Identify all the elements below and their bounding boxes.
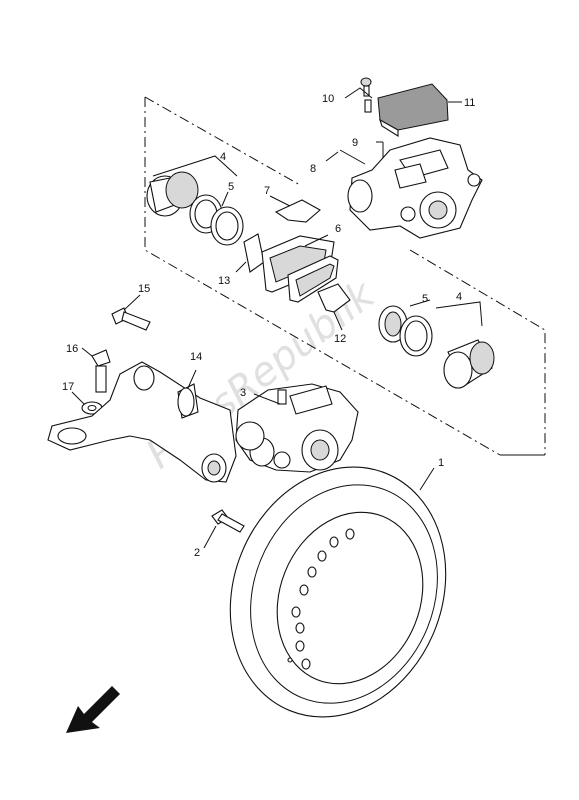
- disc-bolt: [203, 509, 245, 549]
- callout-5b: 5: [422, 293, 428, 305]
- brake-pads: [261, 234, 339, 303]
- callout-1: 1: [438, 457, 444, 469]
- pad-shim: [235, 233, 265, 273]
- callout-2: 2: [194, 547, 200, 559]
- callout-11: 11: [464, 97, 475, 109]
- bracket-bolt-15: [111, 294, 151, 331]
- bleed-screw: [344, 77, 373, 113]
- seals-upper: [189, 191, 244, 246]
- caliper-bolt: [325, 149, 366, 165]
- piston-upper: [146, 155, 238, 217]
- seals-lower: [378, 299, 433, 357]
- caliper-bracket: [47, 361, 237, 483]
- callout-labels: 1 2 3 4 4 5 5 6 7 8 9 10 11 12 13 14 15 …: [62, 93, 475, 559]
- pad-spring: [269, 195, 321, 223]
- pad-shim-lower: [317, 283, 351, 331]
- brake-disc: [229, 466, 447, 718]
- callout-9: 9: [352, 137, 358, 149]
- caliper-assembly: [235, 383, 359, 473]
- callout-7: 7: [264, 185, 270, 197]
- callout-6: 6: [335, 223, 341, 235]
- callout-3: 3: [240, 387, 246, 399]
- callout-15: 15: [138, 283, 150, 295]
- caliper-cover: [377, 83, 462, 137]
- callout-17: 17: [62, 381, 74, 393]
- direction-arrow-icon: [66, 686, 120, 733]
- callout-16: 16: [66, 343, 78, 355]
- piston-lower: [435, 301, 495, 389]
- bracket-sleeve: [177, 369, 197, 417]
- bracket-bolt-16: [81, 347, 111, 393]
- callout-8: 8: [310, 163, 316, 175]
- exploded-frame: [144, 96, 546, 456]
- caliper-upper: [347, 137, 483, 239]
- callout-12: 12: [334, 333, 346, 345]
- callout-13: 13: [218, 275, 230, 287]
- callout-10: 10: [322, 93, 334, 105]
- callout-14: 14: [190, 351, 202, 363]
- callout-4a: 4: [220, 151, 226, 163]
- callout-4b: 4: [456, 291, 462, 303]
- callout-5a: 5: [228, 181, 234, 193]
